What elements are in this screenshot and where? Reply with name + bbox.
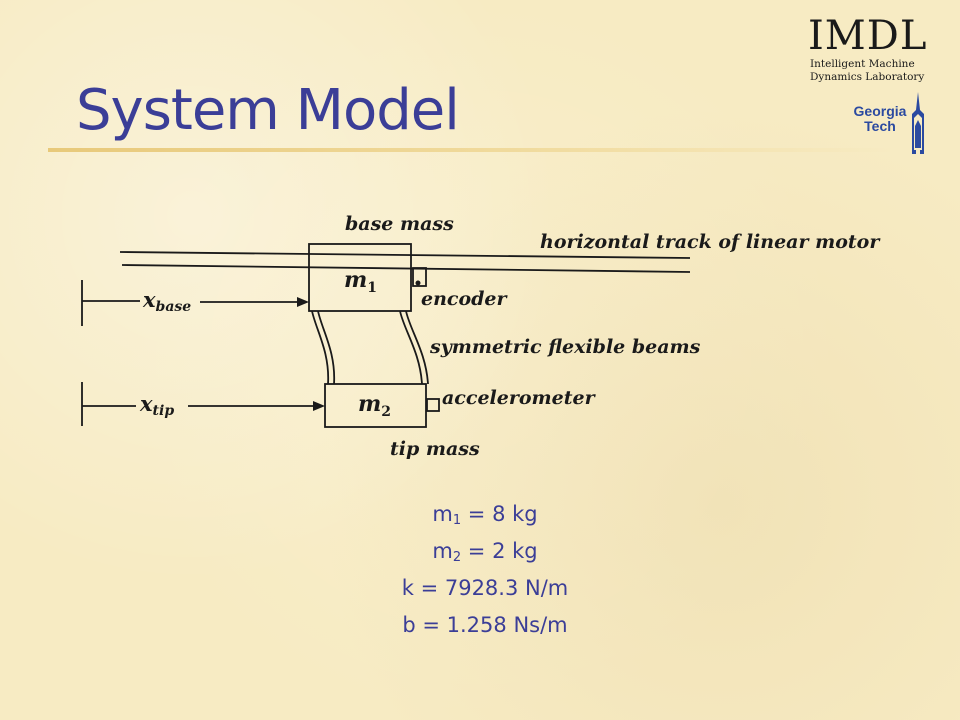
label-track: horizontal track of linear motor (540, 231, 881, 253)
encoder-dot (415, 280, 421, 286)
label-m2-var: m (358, 391, 381, 417)
parameter-subscript: 1 (452, 513, 462, 528)
label-flexible-beams: symmetric flexible beams (429, 336, 701, 358)
left-flexible-beam (311, 310, 330, 385)
parameter-list: m1 = 8 kg m2 = 2 kg k = 7928.3 N/m b = 1… (330, 496, 640, 644)
georgia-tech-logo-text: Georgia Tech (852, 104, 908, 134)
imdl-logo-line2: Dynamics Laboratory (810, 71, 925, 83)
right-flexible-beam-inner (405, 310, 429, 385)
imdl-logo-line1: Intelligent Machine (810, 58, 915, 70)
parameter-symbol: k (401, 576, 414, 600)
parameter-value: = 8 kg (461, 502, 538, 526)
gt-logo-line2: Tech (864, 118, 896, 134)
label-m2: m2 (358, 391, 391, 420)
parameter-value: = 2 kg (461, 539, 538, 563)
xbase-arrowhead (297, 297, 309, 307)
base-mass-box (308, 243, 412, 312)
label-encoder: encoder (421, 288, 509, 310)
label-accelerometer: accelerometer (442, 387, 597, 409)
parameter-subscript: 2 (452, 550, 462, 565)
label-xtip-sub: tip (153, 403, 175, 419)
georgia-tech-logo: Georgia Tech (852, 92, 932, 158)
label-base-mass: base mass (345, 213, 454, 235)
parameter-symbol: b (402, 613, 416, 637)
parameter-symbol: m (432, 502, 453, 526)
imdl-logo-wordmark: IMDL (808, 13, 928, 59)
left-flexible-beam-inner (317, 310, 336, 385)
track-line-lower (121, 264, 691, 273)
label-tip-mass: tip mass (390, 438, 480, 460)
label-xtip-var: x (139, 391, 153, 416)
title-underline (48, 148, 894, 152)
track-line-upper (119, 251, 691, 259)
parameter-b: b = 1.258 Ns/m (330, 607, 640, 644)
accelerometer-box (426, 398, 440, 412)
slide-title: System Model (76, 78, 460, 143)
right-flexible-beam (399, 310, 423, 385)
parameter-value: = 1.258 Ns/m (415, 613, 568, 637)
parameter-symbol: m (432, 539, 453, 563)
label-m2-sub: 2 (381, 404, 391, 420)
label-m1-sub: 1 (367, 280, 377, 296)
label-m1-var: m (344, 267, 367, 293)
label-xtip: xtip (139, 391, 174, 419)
label-m1: m1 (344, 267, 377, 296)
xtip-arrowhead (313, 401, 325, 411)
parameter-m1: m1 = 8 kg (330, 496, 640, 533)
parameter-m2: m2 = 2 kg (330, 533, 640, 570)
tip-mass-box (324, 383, 427, 428)
label-xbase-sub: base (156, 299, 192, 315)
parameter-k: k = 7928.3 N/m (330, 570, 640, 607)
label-xbase: xbase (142, 287, 191, 315)
encoder-box (412, 267, 427, 287)
label-xbase-var: x (142, 287, 156, 312)
imdl-logo: IMDL Intelligent Machine Dynamics Labora… (808, 14, 943, 84)
tower-icon (912, 92, 924, 154)
gt-logo-line1: Georgia (853, 103, 907, 119)
parameter-value: = 7928.3 N/m (413, 576, 569, 600)
